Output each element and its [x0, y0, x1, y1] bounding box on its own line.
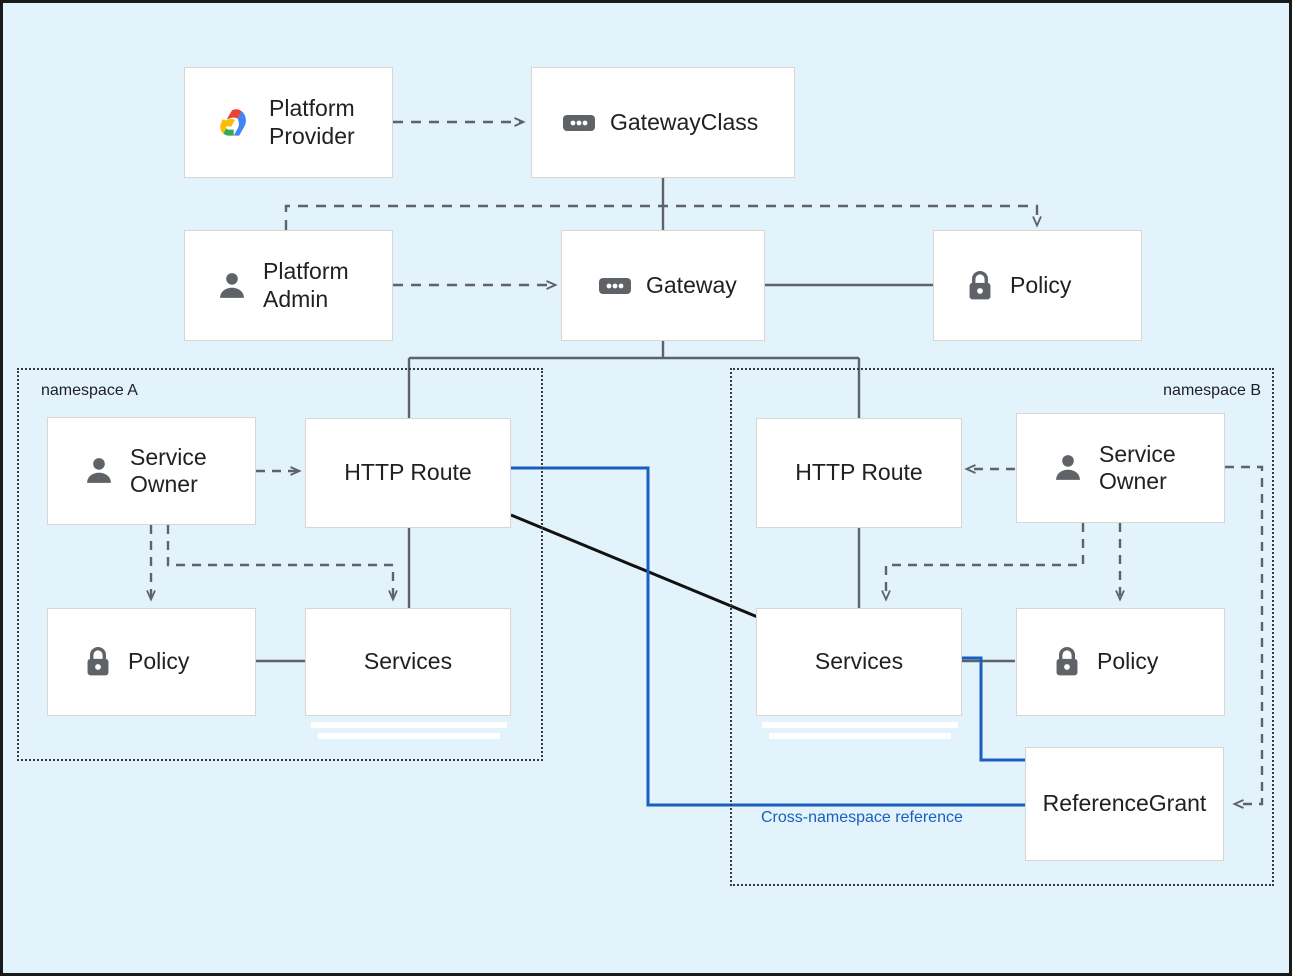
namespace-a-container [17, 368, 543, 761]
node-label: Services [363, 648, 453, 675]
node-services-b[interactable]: Services [756, 608, 962, 716]
google-cloud-icon [215, 103, 255, 143]
node-label: Platform Provider [269, 95, 355, 149]
node-http-route-a[interactable]: HTTP Route [305, 418, 511, 528]
edge-platform-admin-to-policy [284, 204, 1037, 230]
lock-icon [1051, 645, 1083, 679]
node-platform-provider[interactable]: Platform Provider [184, 67, 393, 178]
node-label: Service Owner [130, 443, 207, 497]
node-gatewayclass[interactable]: GatewayClass [531, 67, 795, 178]
cross-namespace-reference-label: Cross-namespace reference [761, 809, 963, 826]
node-platform-admin[interactable]: Platform Admin [184, 230, 393, 341]
node-label: HTTP Route [344, 459, 472, 486]
node-services-a[interactable]: Services [305, 608, 511, 716]
node-label: Gateway [646, 271, 737, 298]
node-reference-grant[interactable]: ReferenceGrant [1025, 747, 1224, 861]
gateway-chip-icon [562, 111, 596, 135]
person-icon [82, 454, 116, 488]
lock-icon [82, 645, 114, 679]
namespace-b-label: namespace B [1163, 382, 1261, 399]
node-label: Platform Admin [263, 258, 349, 312]
node-policy-a[interactable]: Policy [47, 608, 256, 716]
node-policy-top[interactable]: Policy [933, 230, 1142, 341]
node-gateway[interactable]: Gateway [561, 230, 765, 341]
node-label: Policy [128, 648, 190, 675]
node-label: GatewayClass [610, 108, 759, 135]
node-label: Policy [1010, 271, 1072, 298]
node-label: Service Owner [1099, 440, 1176, 494]
services-a-stack-bar-2 [318, 733, 500, 739]
person-icon [215, 269, 249, 303]
edge-http-route-a-to-services-b [510, 513, 761, 620]
namespace-a-label: namespace A [41, 382, 138, 399]
services-b-stack-bar-1 [762, 722, 958, 728]
node-http-route-b[interactable]: HTTP Route [756, 418, 962, 528]
gateway-chip-icon [598, 274, 632, 298]
person-icon [1051, 451, 1085, 485]
lock-icon [964, 269, 996, 303]
services-a-stack-bar-1 [311, 722, 507, 728]
services-b-stack-bar-2 [769, 733, 951, 739]
node-label: HTTP Route [795, 459, 923, 486]
node-policy-b[interactable]: Policy [1016, 608, 1225, 716]
node-label: ReferenceGrant [1042, 790, 1207, 817]
namespace-b-container [730, 368, 1274, 886]
node-service-owner-a[interactable]: Service Owner [47, 417, 256, 525]
node-label: Policy [1097, 648, 1159, 675]
node-service-owner-b[interactable]: Service Owner [1016, 413, 1225, 523]
node-label: Services [814, 648, 904, 675]
